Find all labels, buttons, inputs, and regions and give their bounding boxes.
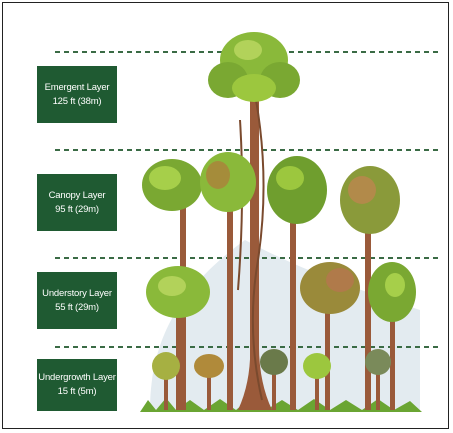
layer-height: 15 ft (5m) [58,385,97,399]
undergrowth-trunk-3 [272,372,276,410]
canopy-trunk-2 [227,205,233,410]
undergrowth-trunk-4 [315,375,319,410]
label-undergrowth-layer: Undergrowth Layer 15 ft (5m) [37,359,117,411]
label-emergent-layer: Emergent Layer 125 ft (38m) [37,66,117,123]
canopy-trunk-3 [290,215,296,410]
canopy-trunk-4 [365,225,371,410]
layer-name: Understory Layer [42,287,112,301]
undergrowth-trunk-5 [376,372,380,410]
undergrowth-trunk-1 [164,375,168,410]
understory-trunk-2 [325,300,330,410]
layer-name: Emergent Layer [45,81,110,95]
label-canopy-layer: Canopy Layer 95 ft (29m) [37,174,117,231]
label-understory-layer: Understory Layer 55 ft (29m) [37,272,117,329]
layer-height: 95 ft (29m) [55,203,99,217]
layer-name: Canopy Layer [49,189,106,203]
undergrowth-trunk-2 [207,375,211,410]
layer-name: Undergrowth Layer [38,371,115,385]
layer-height: 125 ft (38m) [53,95,102,109]
layer-height: 55 ft (29m) [55,301,99,315]
emergent-crown [208,32,300,102]
understory-trunk-3 [390,320,395,410]
